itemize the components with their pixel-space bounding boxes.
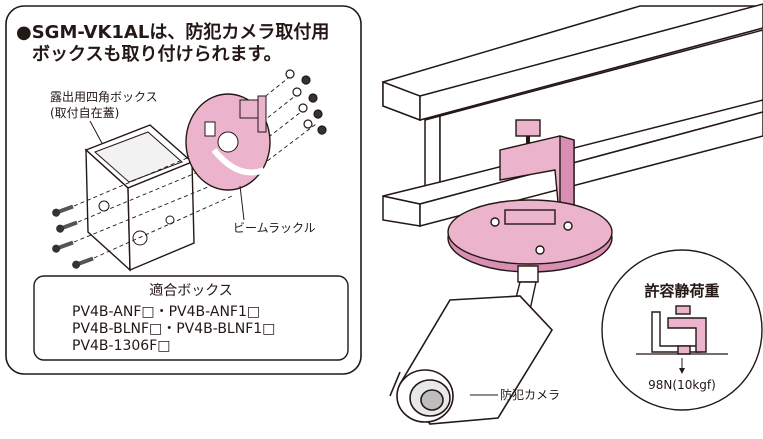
load-value: 98N(10kgf) bbox=[648, 378, 716, 392]
compatible-box-frame bbox=[33, 275, 349, 361]
compatible-box-line-1: PV4B-ANF□・PV4B-ANF1□ bbox=[72, 304, 260, 320]
load-arrow-head bbox=[679, 368, 685, 374]
compatible-box-title: 適合ボックス bbox=[149, 282, 233, 299]
beam-rack-plate bbox=[185, 93, 271, 191]
compatible-box-line-2: PV4B-BLNF□・PV4B-BLNF1□ bbox=[72, 321, 275, 337]
load-icon bbox=[636, 305, 728, 355]
assembly-guide-lines bbox=[73, 74, 317, 259]
load-badge bbox=[601, 249, 763, 411]
load-title: 許容静荷重 bbox=[644, 282, 719, 300]
screws-left bbox=[52, 204, 94, 269]
compatible-box-line-3: PV4B-1306F□ bbox=[72, 338, 171, 354]
beam-rack-leader bbox=[239, 185, 245, 221]
heading-line-1: ●SGM-VK1ALは、防犯カメラ取付用 bbox=[16, 21, 329, 43]
square-box-illustration bbox=[84, 124, 195, 272]
heading-line-2: ボックスも取り付けられます。 bbox=[32, 43, 282, 65]
mount-base-plate bbox=[447, 199, 613, 273]
security-camera bbox=[389, 295, 554, 425]
box-label-line-1: 露出用四角ボックス bbox=[50, 90, 158, 104]
box-label-line-2: (取付自在蓋) bbox=[50, 106, 119, 120]
box-label-leader bbox=[89, 120, 104, 146]
camera-label: 防犯カメラ bbox=[500, 387, 560, 402]
nuts-washers bbox=[285, 69, 327, 135]
beam-clamp bbox=[499, 119, 575, 225]
beam-rack-label: ビームラックル bbox=[233, 221, 316, 235]
